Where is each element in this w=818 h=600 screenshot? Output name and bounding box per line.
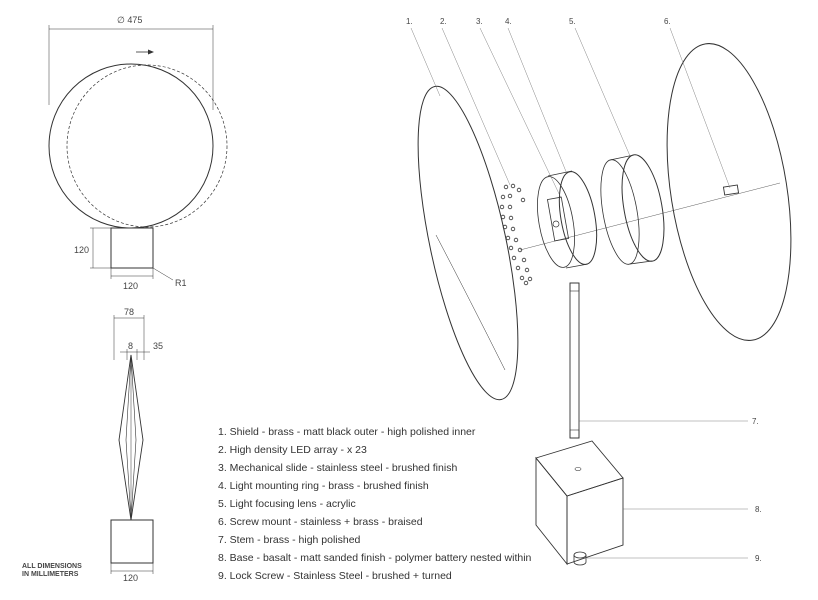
callout-5: 5.: [569, 17, 576, 26]
part-8-stem-hole: [574, 467, 582, 471]
part-3-slide-bolt: [552, 220, 560, 228]
part-9-lock-screw-top: [573, 551, 587, 559]
part-6-back-disc: [666, 43, 792, 341]
part-1-shield: [417, 85, 519, 401]
part-item: 5. Light focusing lens - acrylic: [218, 498, 356, 510]
part-4-ring-top: [547, 170, 573, 177]
part-item: 6. Screw mount - stainless + brass - bra…: [218, 516, 423, 528]
part-item: 9. Lock Screw - Stainless Steel - brushe…: [218, 570, 452, 582]
part-8-base-left: [535, 456, 568, 566]
diameter-label: ∅ 475: [117, 15, 142, 25]
part-8-base-right: [566, 477, 624, 565]
part-5-lens-bottom: [629, 260, 653, 265]
fillet-radius-label: R1: [175, 278, 187, 288]
part-item: 8. Base - basalt - matt sanded finish - …: [218, 552, 532, 564]
callout-leaders: [410, 27, 748, 559]
part-4-ring-front: [558, 171, 598, 265]
part-9-lock-screw-body: [573, 555, 587, 566]
part-7-stem-thread-bottom: [569, 429, 580, 439]
callout-9: 9.: [755, 554, 762, 563]
part-7-stem: [569, 282, 580, 439]
part-2-led-array: [499, 183, 533, 286]
units-note-line-2: IN MILLIMETERS: [22, 571, 79, 578]
part-5-lens-top: [609, 154, 635, 161]
part-item: 2. High density LED array - x 23: [218, 444, 367, 456]
callout-3: 3.: [476, 17, 483, 26]
rotation-arrow-head: [148, 49, 154, 55]
base-height-label: 120: [74, 245, 89, 255]
part-5-lens-front: [621, 154, 665, 262]
units-note: ALL DIMENSIONS IN MILLIMETERS: [22, 563, 82, 579]
callout-4: 4.: [505, 17, 512, 26]
parts-list: 1. Shield - brass - matt black outer - h…: [218, 423, 531, 585]
exploded-view: [410, 27, 792, 566]
shield-disc: [48, 63, 214, 229]
side-base: [110, 519, 154, 564]
base-width-front-label: 120: [123, 281, 138, 291]
stem-width-label: 8: [128, 341, 133, 351]
r1-leader: [152, 267, 174, 281]
callout-1: 1.: [406, 17, 413, 26]
part-1-shield-inner: [435, 234, 506, 371]
part-item: 4. Light mounting ring - brass - brushed…: [218, 480, 429, 492]
part-item: 7. Stem - brass - high polished: [218, 534, 361, 546]
shield-rotated-outline: [66, 64, 228, 228]
part-7-stem-thread-top: [569, 282, 580, 292]
part-8-base-top: [535, 440, 624, 497]
part-4-ring-bottom: [565, 263, 589, 269]
side-view: [110, 315, 154, 574]
front-base: [110, 227, 154, 269]
callout-8: 8.: [755, 505, 762, 514]
part-3-mechanical-slide: [546, 196, 570, 242]
callout-7: 7.: [752, 417, 759, 426]
units-note-line-1: ALL DIMENSIONS: [22, 563, 82, 570]
front-view: [48, 25, 228, 281]
part-item: 1. Shield - brass - matt black outer - h…: [218, 426, 476, 438]
assembly-axis: [519, 182, 781, 251]
offset-label: 35: [153, 341, 163, 351]
base-width-side-label: 120: [123, 573, 138, 583]
callout-6: 6.: [664, 17, 671, 26]
part-6-screw-mount: [722, 184, 740, 196]
callout-2: 2.: [440, 17, 447, 26]
side-width-label: 78: [124, 307, 134, 317]
part-4-ring-back: [537, 176, 575, 268]
part-item: 3. Mechanical slide - stainless steel - …: [218, 462, 458, 474]
